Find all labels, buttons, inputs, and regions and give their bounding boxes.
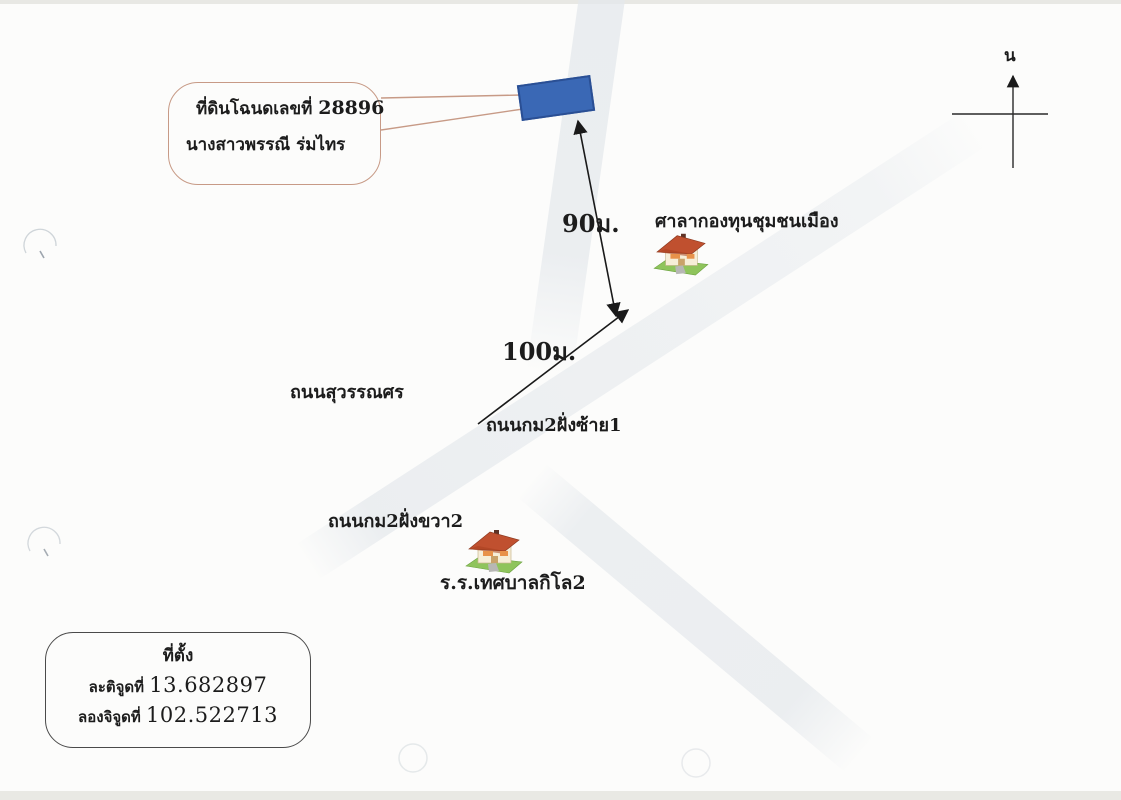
callout-connector-lines — [380, 94, 524, 131]
road-band-vertical — [526, 0, 628, 378]
deed-callout-bubble: ที่ดินโฉนดเลขที่ 28896 นางสาวพรรณี ร่มไท… — [168, 82, 384, 185]
location-coordinates-box: ที่ตั้ง ละติจูดที่ 13.682897 ลองจิจูดที่… — [45, 632, 311, 748]
longitude-value: 102.522713 — [146, 703, 278, 727]
location-box-title: ที่ตั้ง — [162, 646, 194, 666]
deed-number: 28896 — [318, 97, 385, 119]
owner-name-line: นางสาวพรรณี ร่มไทร — [186, 135, 346, 155]
distance-label-90m: 90ม. — [562, 209, 620, 238]
longitude-row: ลองจิจูดที่ 102.522713 — [46, 703, 310, 729]
school-label: ร.ร.เทศบาลกิโล2 — [440, 572, 586, 594]
road-label-suwannasorn: ถนนสุวรรณศร — [290, 382, 404, 403]
scan-top-edge — [0, 0, 1121, 4]
road-band-diagonal-south — [516, 463, 875, 774]
road-label-km2-right2: ถนนกม2ฝั่งขวา2 — [328, 511, 464, 532]
compass-north-label: น — [1004, 46, 1016, 66]
latitude-row: ละติจูดที่ 13.682897 — [46, 673, 310, 699]
land-parcel-rect — [516, 75, 596, 121]
community-hall-icon — [653, 233, 709, 276]
school-icon — [465, 530, 523, 574]
scan-bottom-edge — [0, 791, 1121, 800]
distance-label-100m: 100ม. — [502, 337, 577, 366]
latitude-label: ละติจูดที่ — [88, 678, 145, 696]
community-hall-label: ศาลากองทุนชุมชนเมือง — [655, 211, 839, 232]
deed-label: ที่ดินโฉนดเลขที่ — [196, 99, 313, 119]
latitude-value: 13.682897 — [149, 673, 268, 697]
compass-cross — [952, 74, 1048, 168]
road-label-km2-left1: ถนนกม2ฝั่งซ้าย1 — [486, 415, 622, 436]
deed-number-line: ที่ดินโฉนดเลขที่ 28896 — [196, 95, 384, 122]
longitude-label: ลองจิจูดที่ — [78, 708, 141, 726]
